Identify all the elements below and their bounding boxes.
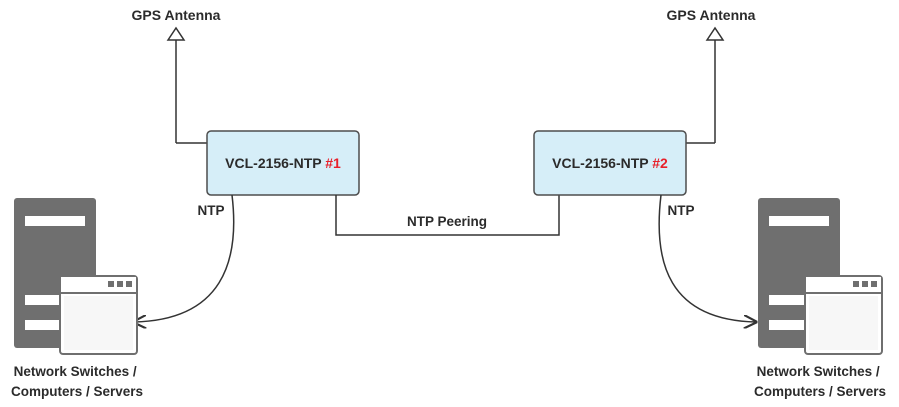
ntp-peering-label: NTP Peering: [407, 214, 487, 229]
device-number: #1: [325, 155, 341, 171]
ntp-peering-link: NTP Peering: [335, 195, 560, 236]
left-clients-label: Network Switches / Computers / Servers: [11, 364, 143, 399]
device-box-ntp-2[interactable]: VCL-2156-NTP #2: [533, 130, 687, 196]
device-box-ntp-1[interactable]: VCL-2156-NTP #1: [206, 130, 360, 196]
right-gps-antenna-label: GPS Antenna: [667, 7, 756, 23]
right-antenna-icon: [686, 26, 725, 144]
right-clients-label: Network Switches / Computers / Servers: [754, 364, 886, 399]
left-ntp-label: NTP: [198, 203, 225, 218]
device-name: VCL-2156-NTP: [552, 155, 652, 171]
device-label-ntp-1: VCL-2156-NTP #1: [225, 155, 341, 171]
device-name: VCL-2156-NTP: [225, 155, 325, 171]
right-app-window-icon: [804, 275, 883, 355]
left-gps-antenna-label: GPS Antenna: [132, 7, 221, 23]
left-antenna-icon: [166, 26, 207, 144]
left-ntp-link: NTP: [134, 194, 235, 322]
right-ntp-label: NTP: [668, 203, 695, 218]
right-ntp-link: NTP: [658, 194, 756, 322]
left-app-window-icon: [59, 275, 138, 355]
device-number: #2: [652, 155, 668, 171]
device-label-ntp-2: VCL-2156-NTP #2: [552, 155, 668, 171]
